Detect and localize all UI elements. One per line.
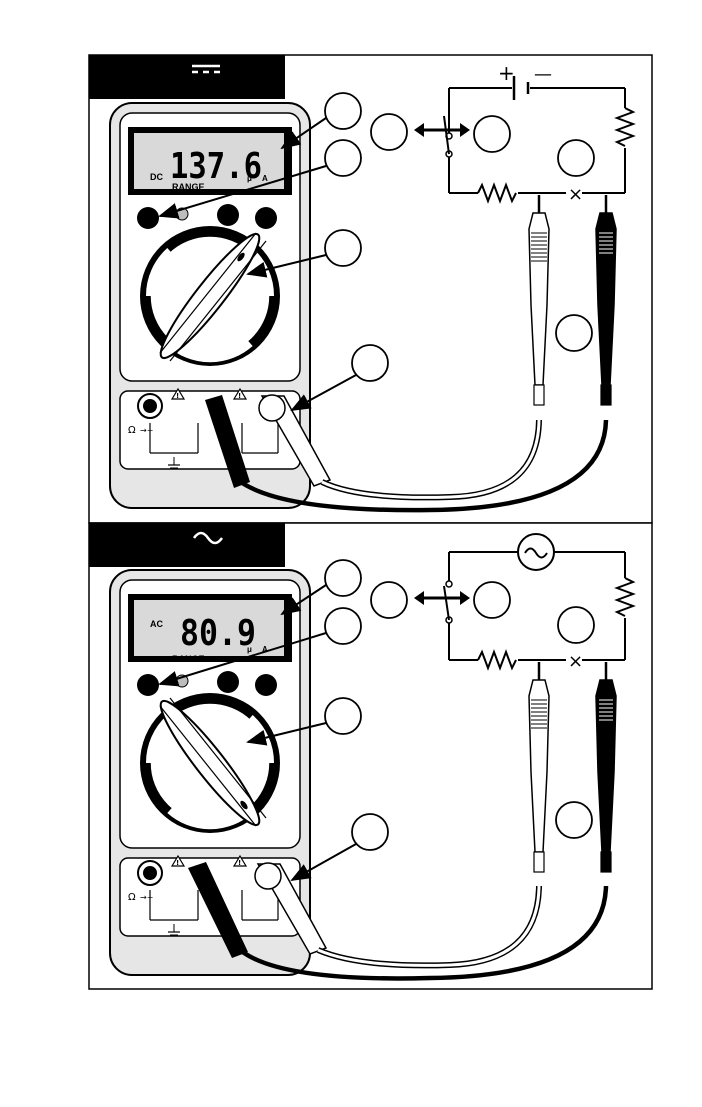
red-test-lead [254, 660, 551, 969]
leader-arrows [158, 584, 357, 881]
lcd-mode: DC [150, 172, 163, 182]
lcd-unit: A [262, 174, 268, 183]
lcd-unit-prefix: μ [247, 174, 252, 183]
warning-icon: ! [176, 859, 179, 867]
lcd-range: RANGE [172, 182, 205, 192]
dc-circuit: + — × [414, 61, 634, 205]
battery-minus-label: — [534, 64, 552, 85]
warning-icon: ! [238, 392, 241, 400]
black-test-lead [188, 660, 618, 981]
lcd-unit-prefix: μ [247, 645, 252, 654]
dc-symbol-icon [192, 64, 220, 74]
switch-icon [443, 115, 450, 155]
rotary-dial[interactable] [151, 226, 269, 366]
jack-label-ohm: Ω [128, 425, 136, 436]
panel-ac: AC 80.9 RANGE μ A Ω →+ ! ! [88, 522, 653, 990]
ac-symbol-icon [192, 531, 224, 545]
red-test-lead [258, 193, 551, 501]
lcd-unit: A [262, 645, 268, 654]
warning-icon: ! [176, 392, 179, 400]
battery-plus-label: + [498, 61, 515, 85]
jack-label-ohm: Ω [128, 892, 136, 903]
jack-label-diode: →+ [140, 426, 153, 435]
switch-icon [443, 585, 450, 621]
lcd-reading: 80.9 [180, 613, 256, 654]
multimeter: DC 137.6 RANGE μ A Ω →+ ! ! [110, 103, 310, 508]
jack-label-diode: →+ [140, 893, 153, 902]
callout-markers [324, 559, 595, 851]
lcd-mode: AC [150, 619, 163, 629]
break-marker: × [568, 184, 583, 205]
panel-header-tab [89, 55, 285, 99]
black-test-lead [205, 193, 618, 513]
leader-arrows [158, 117, 357, 411]
ac-circuit: × [414, 533, 634, 672]
lcd-reading: 137.6 [170, 146, 262, 187]
panel-header-tab [89, 523, 285, 567]
panel-dc: DC 137.6 RANGE μ A Ω →+ ! ! [88, 54, 653, 524]
warning-icon: ! [238, 859, 241, 867]
break-marker: × [568, 651, 583, 672]
callout-markers [324, 92, 595, 382]
rotary-dial[interactable] [151, 693, 269, 833]
multimeter: AC 80.9 RANGE μ A Ω →+ ! ! [110, 570, 310, 975]
lcd-range: RANGE [172, 654, 205, 664]
